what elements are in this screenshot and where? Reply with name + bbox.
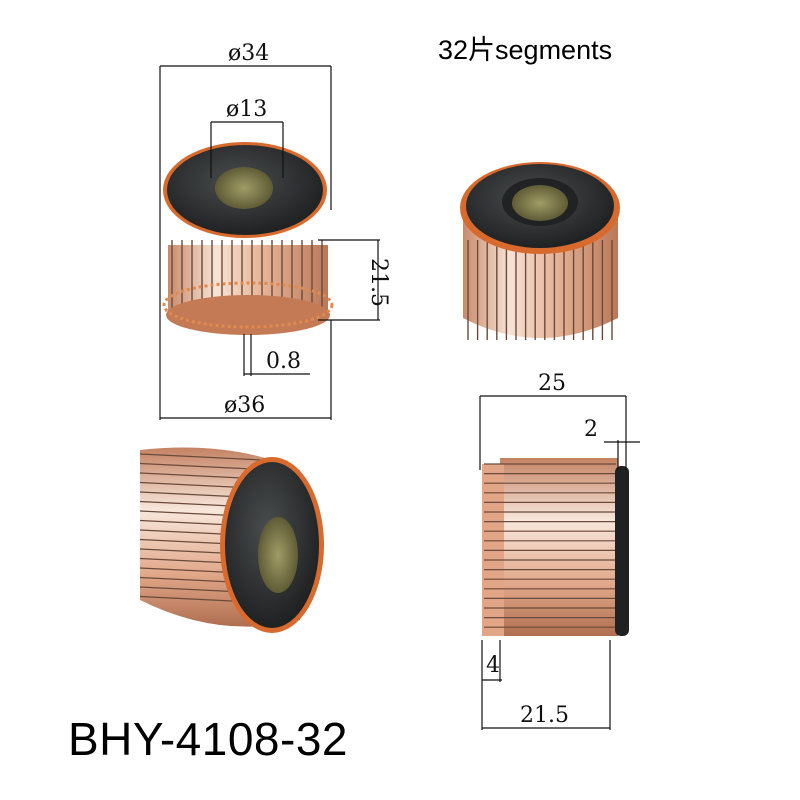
model-number: BHY-4108-32 xyxy=(68,713,348,765)
dim-outer-bottom: ø36 xyxy=(224,393,265,418)
c4-segment-slots xyxy=(484,463,616,628)
segments-label: 32片segments xyxy=(438,35,613,65)
dim-length: 25 xyxy=(538,371,566,396)
dim-lip: 2 xyxy=(584,417,598,442)
dimension-lines-front xyxy=(159,65,380,420)
dim-outer-top: ø34 xyxy=(228,41,269,66)
commutator-angled-view xyxy=(460,162,620,340)
segment-slot xyxy=(139,453,263,461)
dim-hook: 4 xyxy=(486,653,500,678)
segment-slot xyxy=(139,462,263,471)
commutator-profile-view xyxy=(482,458,629,636)
dim-bore: ø13 xyxy=(226,97,267,122)
commutator-front-view xyxy=(162,142,334,335)
dim-gap: 0.8 xyxy=(266,349,301,374)
dim-height: 21.5 xyxy=(366,258,391,307)
dim-body-length: 21.5 xyxy=(520,703,569,728)
commutator-side-view xyxy=(139,447,324,633)
dimension-lines-profile xyxy=(479,395,640,730)
c2-segment-slots xyxy=(467,240,613,340)
